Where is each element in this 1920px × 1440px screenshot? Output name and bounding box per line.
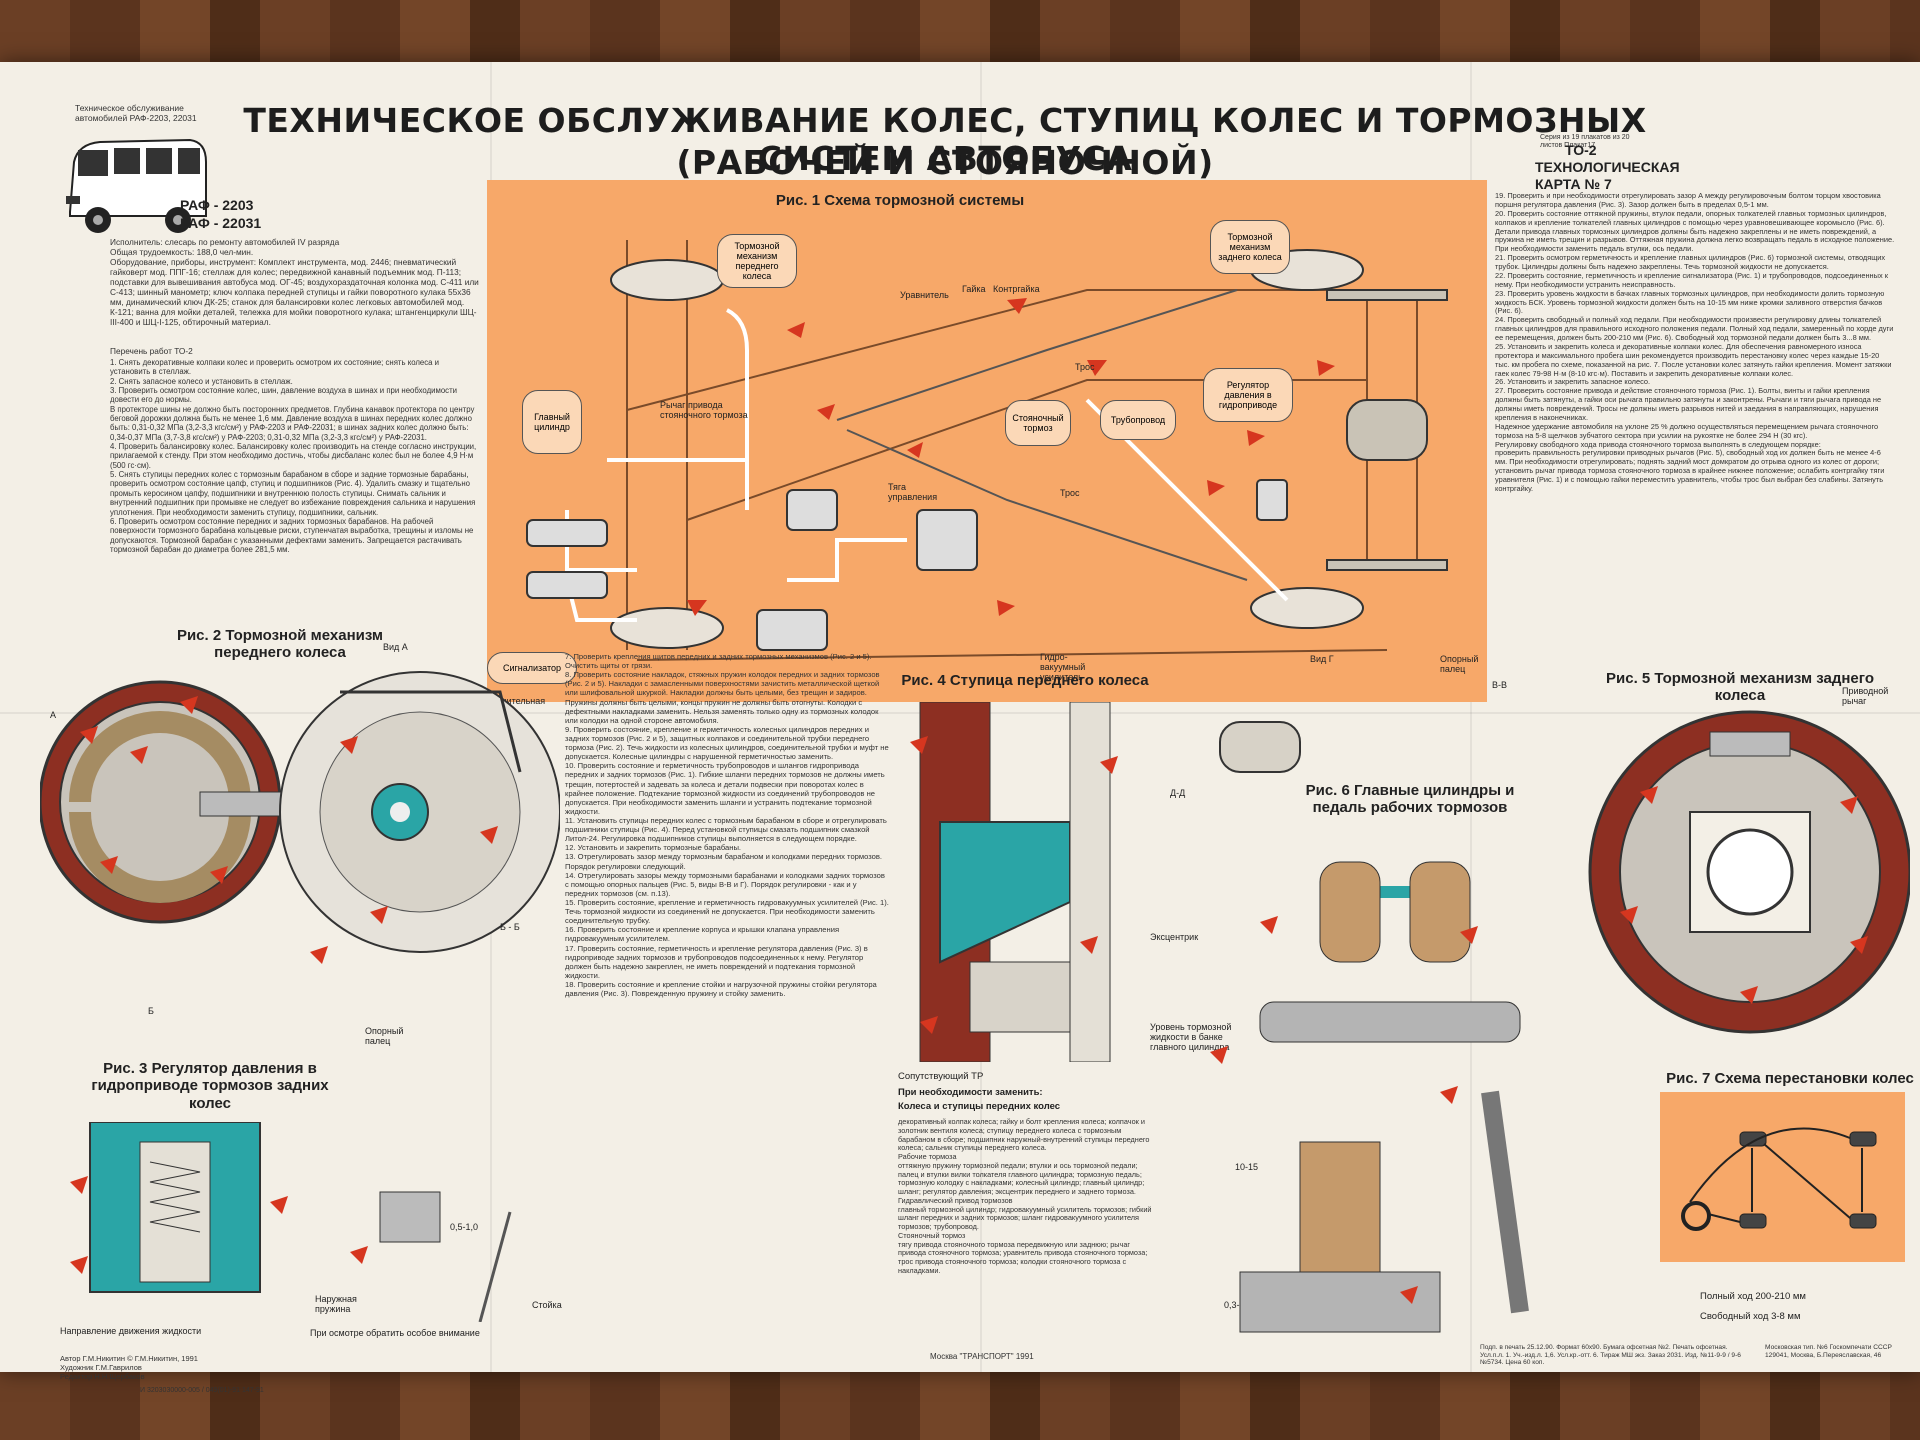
fig2-front-brake-drawing [40, 671, 560, 964]
fig7-wheel-rotation-scheme [1681, 1127, 1877, 1231]
poster-title-line1: ТЕХНИЧЕСКОЕ ОБСЛУЖИВАНИЕ КОЛЕС, СТУПИЦ К… [243, 101, 1647, 178]
footer-print-info: Подп. в печать 25.12.90. Формат 60х90. Б… [1480, 1344, 1741, 1367]
label-front-mechanism: Тормозной механизм переднего колеса [717, 234, 797, 288]
fig6-master-cylinders-drawing [1210, 721, 1529, 1333]
fig1-caption: Рис. 1 Схема тормозной системы [775, 192, 1025, 209]
model-name-2: РАФ - 22031 [180, 215, 262, 231]
label-parking-brake: Стояночный тормоз [1005, 400, 1071, 446]
pedal-free-travel: Свободный ход 3-8 мм [1700, 1311, 1801, 1322]
van-illustration [66, 138, 207, 233]
label-cable-1: Трос [1075, 362, 1095, 372]
pedal-full-travel: Полный ход 200-210 мм [1700, 1291, 1806, 1302]
fig3-label-inspect: При осмотре обратить особое внимание [310, 1328, 480, 1338]
fig5-caption: Рис. 5 Тормозной механизм заднего колеса [1606, 670, 1874, 705]
fig3-regulator-drawing [70, 1122, 512, 1322]
series-note: Серия из 19 плакатов из 20 листов Плакат… [1540, 134, 1630, 150]
label-master-cylinder: Главный цилиндр [522, 390, 582, 454]
poster-title-line2: (РАБОЧЕЙ И СТОЯНОЧНОЙ) [676, 143, 1214, 182]
fig3-label-dim: 0,5-1,0 [450, 1222, 479, 1232]
fig5-label-pin: Опорный палец [1440, 654, 1479, 674]
fig6-label-level: Уровень тормозной жидкости в банке главн… [1150, 1022, 1232, 1052]
fig5-label-vv: В-В [1492, 680, 1508, 690]
fig2-label-bb: Б - Б [500, 922, 520, 932]
fig4-hub-drawing [910, 702, 1118, 1062]
replace-title: При необходимости заменить: [898, 1087, 1043, 1098]
footer-printer: Московская тип. №6 Госкомпечати СССР 129… [1765, 1344, 1892, 1359]
fig5-rear-brake-drawing [1588, 710, 1910, 1034]
label-rear-mechanism: Тормозной механизм заднего колеса [1210, 220, 1290, 274]
label-cable-2: Трос [1060, 488, 1080, 498]
model-name-1: РАФ - 2203 [180, 197, 254, 213]
fold-line [1470, 62, 1472, 1372]
middle-work-list: 7. Проверить крепления щитов передних и … [565, 652, 889, 999]
fig3-label-spring: Наружная пружина [315, 1294, 357, 1314]
label-nut: Гайка [962, 284, 986, 294]
fig5-view-g: Вид Г [1310, 654, 1334, 664]
label-locknut: Контргайка [993, 284, 1040, 294]
intro-text: Исполнитель: слесарь по ремонту автомоби… [110, 237, 479, 327]
footer-authors: Автор Г.М.Никитин © Г.М.Никитин, 1991 Ху… [60, 1354, 198, 1381]
fig6-label-dim2: 0,3-0,9 [1224, 1300, 1253, 1310]
fig2-label-pin: Опорный палец [365, 1026, 404, 1046]
fig3-label-flow: Направление движения жидкости [60, 1326, 202, 1336]
label-booster: Гидро-вакуумный усилитель [1040, 652, 1086, 682]
card-line2: ТЕХНОЛОГИЧЕСКАЯ [1535, 159, 1680, 175]
series-header-text: Техническое обслуживание автомобилей РАФ… [75, 103, 197, 123]
fig4-label-tr: Сопутствующий ТР [898, 1071, 984, 1082]
fig6-label-dd: Д-Д [1170, 788, 1186, 798]
work-list-items: 1. Снять декоративные колпаки колес и пр… [110, 358, 477, 554]
fig5-label-lever: Приводной рычаг [1842, 686, 1889, 706]
label-adjuster: Уравнитель [900, 290, 949, 300]
replace-subtitle: Колеса и ступицы передних колес [898, 1101, 1061, 1112]
fig4-caption: Рис. 4 Ступица переднего колеса [901, 672, 1149, 689]
footer-publisher: Москва "ТРАНСПОРТ" 1991 [930, 1352, 1034, 1361]
fig3-caption: Рис. 3 Регулятор давления в гидроприводе… [91, 1060, 329, 1112]
fig7-background [1660, 1092, 1905, 1262]
fig2-mark-a: А [50, 710, 57, 720]
label-pipeline: Трубопровод [1100, 400, 1176, 440]
card-line1: ТО-2 [1565, 142, 1597, 158]
fig6-label-eccentric: Эксцентрик [1150, 932, 1199, 942]
card-line3: КАРТА № 7 [1535, 176, 1612, 192]
right-work-list: 19. Проверить и при необходимости отрегу… [1495, 191, 1895, 493]
fig6-caption: Рис. 6 Главные цилиндры и педаль рабочих… [1305, 782, 1515, 817]
fig2-caption: Рис. 2 Тормозной механизм переднего коле… [176, 627, 384, 662]
label-control-rod: Тяга управления [888, 482, 938, 502]
technical-poster: Техническое обслуживание автомобилей РАФ… [0, 62, 1920, 1394]
label-park-lever: Рычаг привода стояночного тормоза [660, 400, 748, 420]
fig1-brake-system-diagram [526, 240, 1448, 661]
footer-code: И 3203030000-005 / 049(01)-91 147-91 [140, 1387, 264, 1394]
fig6-label-dim1: 10-15 [1235, 1162, 1259, 1172]
fig7-caption: Рис. 7 Схема перестановки колес [1666, 1070, 1914, 1087]
replace-list: декоративный колпак колеса; гайку и болт… [898, 1117, 1152, 1275]
label-pressure-regulator: Регулятор давления в гидроприводе [1203, 368, 1293, 422]
fig2-view-a: Вид А [383, 642, 408, 652]
work-list-title: Перечень работ ТО-2 [110, 346, 193, 356]
fig3-label-post: Стойка [532, 1300, 562, 1310]
label-signalizer: Сигнализатор [487, 652, 577, 684]
fig2-mark-b: Б [148, 1006, 154, 1016]
